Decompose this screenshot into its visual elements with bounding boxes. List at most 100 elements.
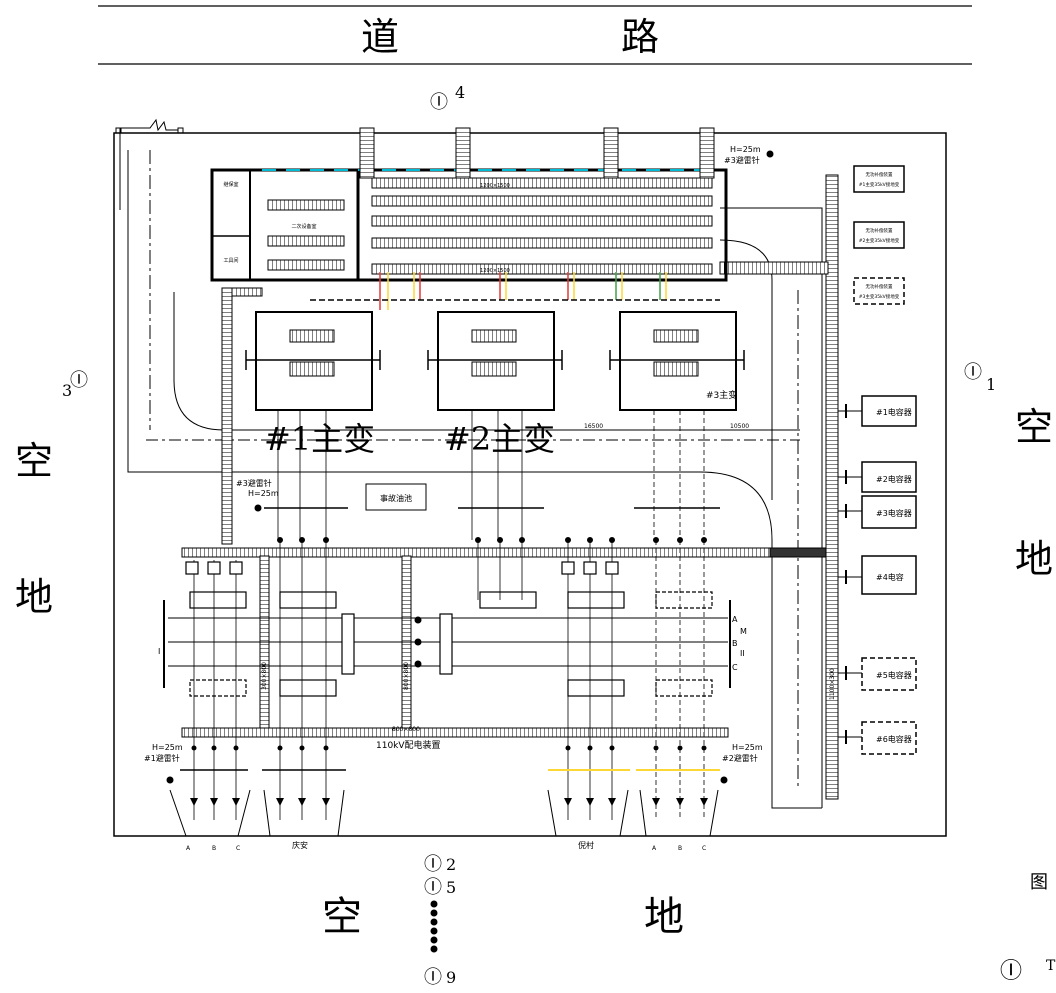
capacitor-4-label: #4电容 <box>876 572 904 582</box>
capacitor-banks: #1电容器 #2电容器 #3电容器 #4电容 #5电容器 #6电容器 <box>838 395 917 755</box>
dim-label: 1200×1500 <box>480 183 510 189</box>
marker-bottom-number-1: 2 <box>446 855 456 874</box>
road-label-2: 路 <box>621 15 659 59</box>
svg-text:#2主变35kV接地变: #2主变35kV接地变 <box>859 237 900 244</box>
transformer-2: #2主变 <box>427 311 563 458</box>
marker-left-number: 3 <box>62 381 72 400</box>
phase-label: B <box>678 845 682 852</box>
lightning-rod-2-h: H=25m <box>732 743 763 752</box>
marker-right-number: 1 <box>986 375 996 394</box>
cable-trench-left <box>221 287 233 545</box>
lightning-rod-1-label: #1避雷针 <box>144 753 180 763</box>
lightning-rod-1-h: H=25m <box>152 743 183 752</box>
cable-trench <box>359 127 375 179</box>
legend-symbol: Ⓘ <box>1000 959 1022 984</box>
transformer-2-label: #2主变 <box>444 420 555 458</box>
transformer-3: #3主变 <box>609 311 745 411</box>
road: 道 路 <box>98 5 972 65</box>
bay-verticals <box>193 540 705 820</box>
cable-trench <box>455 127 471 179</box>
svg-text:无功补偿装置: 无功补偿装置 <box>866 171 893 178</box>
lightning-rod-2-label: #2避雷针 <box>722 753 758 763</box>
dim-label: 800×800 <box>392 726 420 733</box>
switchyard-bays <box>189 591 713 697</box>
bus-label-i: I <box>158 647 160 656</box>
control-building: 继保室 工具间 二次设备室 1200×1500 1200×1500 <box>210 168 728 282</box>
dim-label: 800×800 <box>403 662 410 690</box>
marker-top-symbol: Ⓘ <box>430 92 448 113</box>
room-label-3: 二次设备室 <box>291 223 316 230</box>
orientation-markers: Ⓘ 4 3 Ⓘ Ⓘ 1 Ⓘ 2 Ⓘ 5 Ⓘ 9 <box>62 83 996 988</box>
cabinet-row <box>371 215 713 227</box>
cable-trench-bus-bottom <box>181 727 729 738</box>
marker-top-number: 4 <box>455 83 465 102</box>
line-label-1: 庆安 <box>292 840 308 850</box>
dim-16500: 16500 <box>584 423 603 430</box>
bus-label-ii: II <box>740 649 745 658</box>
lightning-rod-3-mid <box>254 504 262 512</box>
transformer-1-label: #1主变 <box>264 420 375 458</box>
disconnector-boxes <box>185 561 619 575</box>
transformer-3-label: #3主变 <box>706 389 737 401</box>
phase-label: A <box>652 845 657 852</box>
cabinet-row <box>371 195 713 207</box>
capacitor-2-label: #2电容器 <box>876 474 912 484</box>
room-label-1: 继保室 <box>223 181 238 188</box>
capacitor-5-label: #5电容器 <box>876 670 912 680</box>
room-label-2: 工具间 <box>223 257 238 264</box>
lightning-rod-3-top <box>766 150 774 158</box>
bus-label-b: B <box>732 639 738 648</box>
internal-roads <box>127 150 823 809</box>
open-land-bottom-1: 空 <box>322 894 362 940</box>
phase-label: C <box>236 845 240 852</box>
dim-10500: 10500 <box>730 423 749 430</box>
dim-label: 1200×1500 <box>480 268 510 274</box>
lightning-rod-3-top-h: H=25m <box>730 145 761 154</box>
cable-connections <box>310 272 720 310</box>
outgoing-arresters <box>190 798 708 806</box>
legend-title: 图 <box>1030 872 1048 893</box>
phase-label: B <box>212 845 216 852</box>
svg-text:无功补偿装置: 无功补偿装置 <box>866 283 893 290</box>
cable-trench-bus-top <box>181 547 771 558</box>
cabinet-row <box>371 177 713 189</box>
lightning-rod-3-mid-h: H=25m <box>248 489 279 498</box>
legend-item-tail: T <box>1046 958 1056 974</box>
cable-trench <box>603 127 619 179</box>
bus-label-m: M <box>740 627 747 636</box>
phase-label: C <box>702 845 706 852</box>
marker-left-symbol: Ⓘ <box>70 370 88 391</box>
open-land-right-1: 空 <box>1015 405 1053 449</box>
cabinet-row <box>371 263 713 275</box>
oil-pool <box>365 483 427 511</box>
open-land-left-2: 地 <box>15 575 53 619</box>
line-label-2: 倪村 <box>578 840 594 850</box>
dot <box>430 918 438 926</box>
cabinet-row <box>267 235 345 247</box>
cable-trench-connector <box>769 547 827 558</box>
switchyard-label: 110kV配电装置 <box>376 739 441 751</box>
cabinet-row <box>371 237 713 249</box>
dot <box>430 945 438 953</box>
cabinet-row <box>267 259 345 271</box>
lightning-rod-2 <box>720 776 728 784</box>
lightning-rod-3-top-label: #3避雷针 <box>724 155 760 165</box>
lightning-rod-3-mid-label: #3避雷针 <box>236 478 272 488</box>
open-land-bottom-2: 地 <box>644 894 684 940</box>
dot <box>430 927 438 935</box>
marker-right-symbol: Ⓘ <box>964 362 982 383</box>
road-label-1: 道 <box>361 15 399 59</box>
cabinet-row <box>267 199 345 211</box>
marker-bottom-number-2: 5 <box>446 878 456 897</box>
oil-pool-label: 事故油池 <box>380 493 412 503</box>
capacitor-6-label: #6电容器 <box>876 734 912 744</box>
svg-text:#1主变35kV接地变: #1主变35kV接地变 <box>859 181 900 188</box>
dot <box>430 909 438 917</box>
bus-label-a: A <box>732 615 738 624</box>
marker-bottom-symbol-2: Ⓘ <box>424 877 442 898</box>
phase-label: A <box>186 845 191 852</box>
dot <box>430 936 438 944</box>
dim-label: 300×800 <box>261 662 268 690</box>
site-boundary <box>113 118 947 837</box>
